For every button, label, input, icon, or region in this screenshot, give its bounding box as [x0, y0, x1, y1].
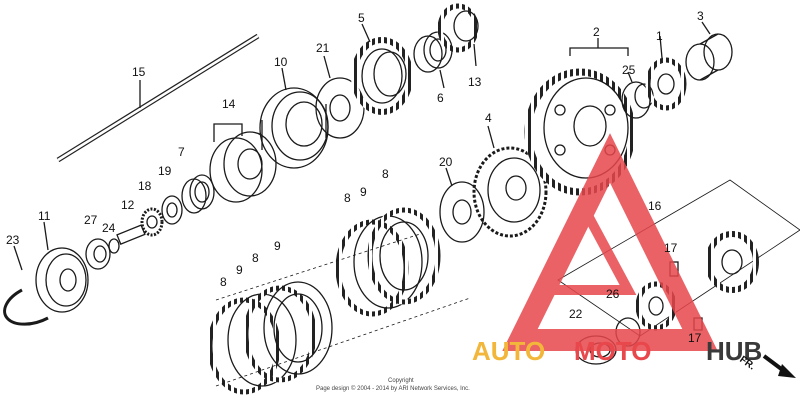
copyright-line-2: Page design © 2004 - 2014 by ARI Network… [316, 385, 470, 392]
sleeve-part [685, 33, 733, 81]
watermark-part-auto: AUTO [472, 336, 545, 366]
leader-line [361, 23, 371, 43]
clutch-plates-lower-part [207, 281, 333, 395]
callout-7: 7 [178, 145, 185, 159]
bracket-line [569, 38, 629, 56]
shaft-part [56, 33, 260, 163]
bushing-part [413, 31, 453, 73]
callout-4: 4 [485, 111, 492, 125]
collar-part [181, 174, 215, 214]
callout-18: 18 [138, 179, 152, 193]
group-box [557, 179, 800, 337]
bearing-part [85, 238, 111, 270]
callout-9-upper: 9 [360, 185, 367, 199]
callout-19: 19 [158, 164, 172, 178]
clutch-hub-part [472, 146, 548, 238]
leader-line [659, 35, 663, 59]
leader-line [439, 69, 445, 89]
snap-ring-part [3, 288, 49, 326]
callout-9-lower-a: 9 [236, 263, 243, 277]
watermark-part-moto: MOTO [574, 336, 652, 366]
leader-line [487, 125, 495, 149]
copyright-line-1: Copyright [388, 378, 414, 384]
callout-17-lower: 17 [688, 331, 702, 345]
bracket-line [213, 123, 243, 142]
small-gear-part [140, 207, 164, 237]
cover-plate-part [35, 247, 89, 313]
thrust-washer-part [439, 181, 485, 243]
callout-11: 11 [38, 209, 51, 223]
watermark-part-hub: HUB [706, 336, 762, 366]
plate-set-part [209, 131, 277, 203]
leader-line [281, 67, 287, 91]
callout-14: 14 [222, 97, 236, 111]
callout-3: 3 [697, 9, 704, 23]
callout-9-lower-b: 9 [274, 239, 281, 253]
pin-part [116, 224, 146, 245]
leader-line [445, 167, 453, 187]
callout-16: 16 [648, 199, 662, 213]
callout-8-upper-b: 8 [382, 167, 389, 181]
needle-bearing-part [437, 3, 479, 53]
callout-13: 13 [468, 75, 482, 89]
flat-washer-part [315, 77, 365, 139]
leader-line [627, 71, 633, 83]
callout-12: 12 [121, 198, 135, 212]
callout-labels: 1 2 3 4 5 6 7 8 9 8 8 9 8 9 10 11 12 13 … [6, 9, 704, 345]
callout-23: 23 [6, 233, 20, 247]
callout-1: 1 [656, 29, 663, 43]
callout-8-lower-b: 8 [252, 251, 259, 265]
leader-line [43, 221, 49, 251]
leader-line [701, 21, 711, 35]
leader-line [323, 55, 331, 79]
callout-27: 27 [84, 213, 98, 227]
idle-gear-part [705, 231, 759, 293]
washer-part [161, 195, 183, 225]
leader-line [473, 43, 477, 67]
callout-8-upper-a: 8 [344, 191, 351, 205]
callout-2: 2 [593, 25, 600, 39]
leader-line [13, 245, 23, 271]
callout-25: 25 [622, 63, 636, 77]
callout-10: 10 [274, 55, 288, 69]
callout-5: 5 [358, 11, 365, 25]
callout-20: 20 [439, 155, 453, 169]
front-arrow-icon [762, 354, 796, 378]
callout-8-lower-a: 8 [220, 275, 227, 289]
guide-line [215, 233, 471, 387]
bush-part [108, 238, 120, 254]
driven-gear-part [524, 68, 636, 196]
callout-22: 22 [569, 307, 583, 321]
oil-pump-gear-part [645, 57, 687, 111]
callout-26: 26 [606, 287, 620, 301]
callout-6: 6 [437, 91, 444, 105]
watermark-logo [502, 133, 718, 351]
sprocket-part [351, 37, 413, 115]
callout-15: 15 [132, 65, 146, 79]
callout-24: 24 [102, 221, 116, 235]
clutch-plates-upper-part [335, 207, 441, 317]
callout-21: 21 [316, 41, 330, 55]
callout-17-upper: 17 [664, 241, 678, 255]
watermark-text: AUTO MOTO HUB [472, 336, 762, 366]
clutch-drum-part [259, 87, 329, 169]
